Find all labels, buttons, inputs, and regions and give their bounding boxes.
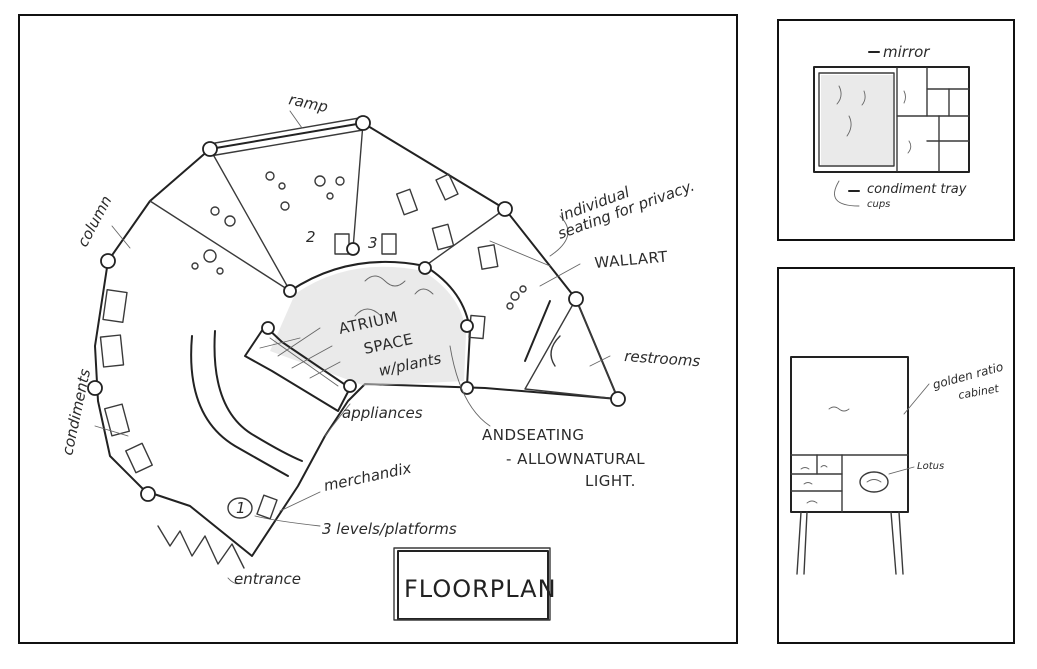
label-num-1: 1 [236, 499, 246, 517]
label-num-3: 3 [368, 234, 378, 252]
label-levels: 3 levels/platforms [322, 520, 457, 538]
mirror-frame [813, 66, 970, 173]
floorplan-sketch: ramp column condiments individual seatin… [58, 90, 701, 621]
floorplan-panel: ramp column condiments individual seatin… [18, 14, 738, 644]
label-natural-light-2: LIGHT. [585, 472, 636, 490]
label-column: column [74, 193, 116, 250]
label-ramp: ramp [287, 90, 329, 116]
label-entrance: entrance [234, 570, 301, 588]
page-title: FLOORPLAN [404, 575, 557, 603]
label-mirror: mirror [883, 43, 930, 61]
merchandise-shelf [190, 335, 289, 477]
cabinet-body [790, 356, 909, 513]
mirror-sketch: mirror condiment tray cups [813, 43, 970, 210]
mirror-panel: mirror condiment tray cups [777, 19, 1015, 241]
appliances-block [244, 325, 351, 412]
cabinet-panel: golden ratio cabinet Lotus [777, 267, 1015, 644]
label-and-seating: ANDSEATING [482, 426, 585, 444]
label-condiment-tray: condiment tray [867, 182, 967, 197]
title-box [397, 550, 549, 620]
column-icons [87, 115, 626, 502]
label-merchandise: merchandix [322, 459, 413, 495]
label-lotus: Lotus [917, 461, 944, 472]
label-restrooms: restrooms [624, 347, 701, 370]
label-condiments: condiments [58, 367, 94, 457]
cabinet-sketch: golden ratio cabinet Lotus [790, 356, 1005, 575]
label-natural-light-1: - ALLOWNATURAL [506, 450, 645, 468]
label-wall-art: WALLART [594, 248, 669, 272]
label-golden-ratio-2: cabinet [957, 382, 1000, 402]
label-num-2: 2 [306, 228, 316, 246]
label-cups: cups [867, 199, 890, 210]
label-appliances: appliances [342, 404, 423, 422]
